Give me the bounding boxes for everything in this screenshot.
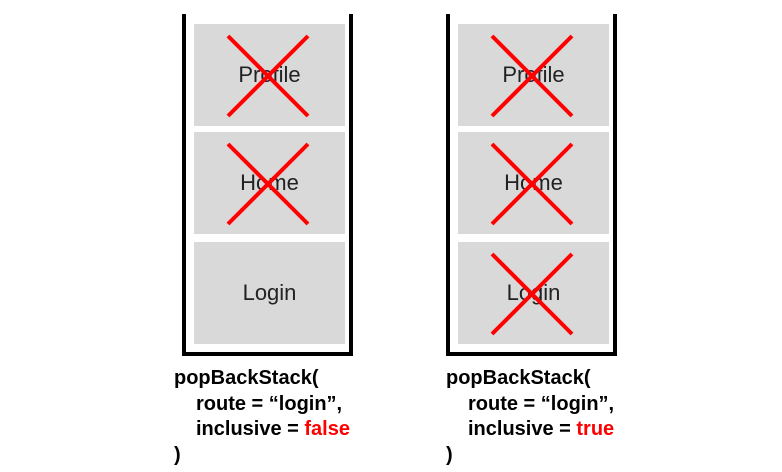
stack-card-login: Login [194,242,345,344]
code-line: ) [174,443,181,466]
inclusive-value: true [576,418,615,440]
stack-card-profile: Profile [458,24,609,126]
card-label: Login [242,280,297,305]
code-line: popBackStack( [446,367,591,389]
code-line: inclusive = false [174,417,350,443]
cross-icon [490,142,574,226]
cross-icon [226,34,310,118]
code-snippet-left: popBackStack(route = “login”,inclusive =… [174,366,350,468]
code-line: popBackStack( [174,367,319,389]
code-text: inclusive = [468,418,577,440]
stack-card-login: Login [458,242,609,344]
code-line: inclusive = true [446,417,614,443]
stack-card-home: Home [458,132,609,234]
code-line: ) [446,443,453,466]
code-line: route = “login”, [196,392,343,415]
cross-icon [490,34,574,118]
code-line: route = “login”, [468,392,615,415]
inclusive-value: false [304,418,350,440]
stack-card-profile: Profile [194,24,345,126]
cross-icon [226,142,310,226]
code-text: inclusive = [196,418,305,440]
stack-card-home: Home [194,132,345,234]
back-stack-left: Profile Home Login [182,14,353,356]
code-snippet-right: popBackStack(route = “login”,inclusive =… [446,366,614,468]
back-stack-right: Profile Home Login [446,14,617,356]
cross-icon [490,252,574,336]
